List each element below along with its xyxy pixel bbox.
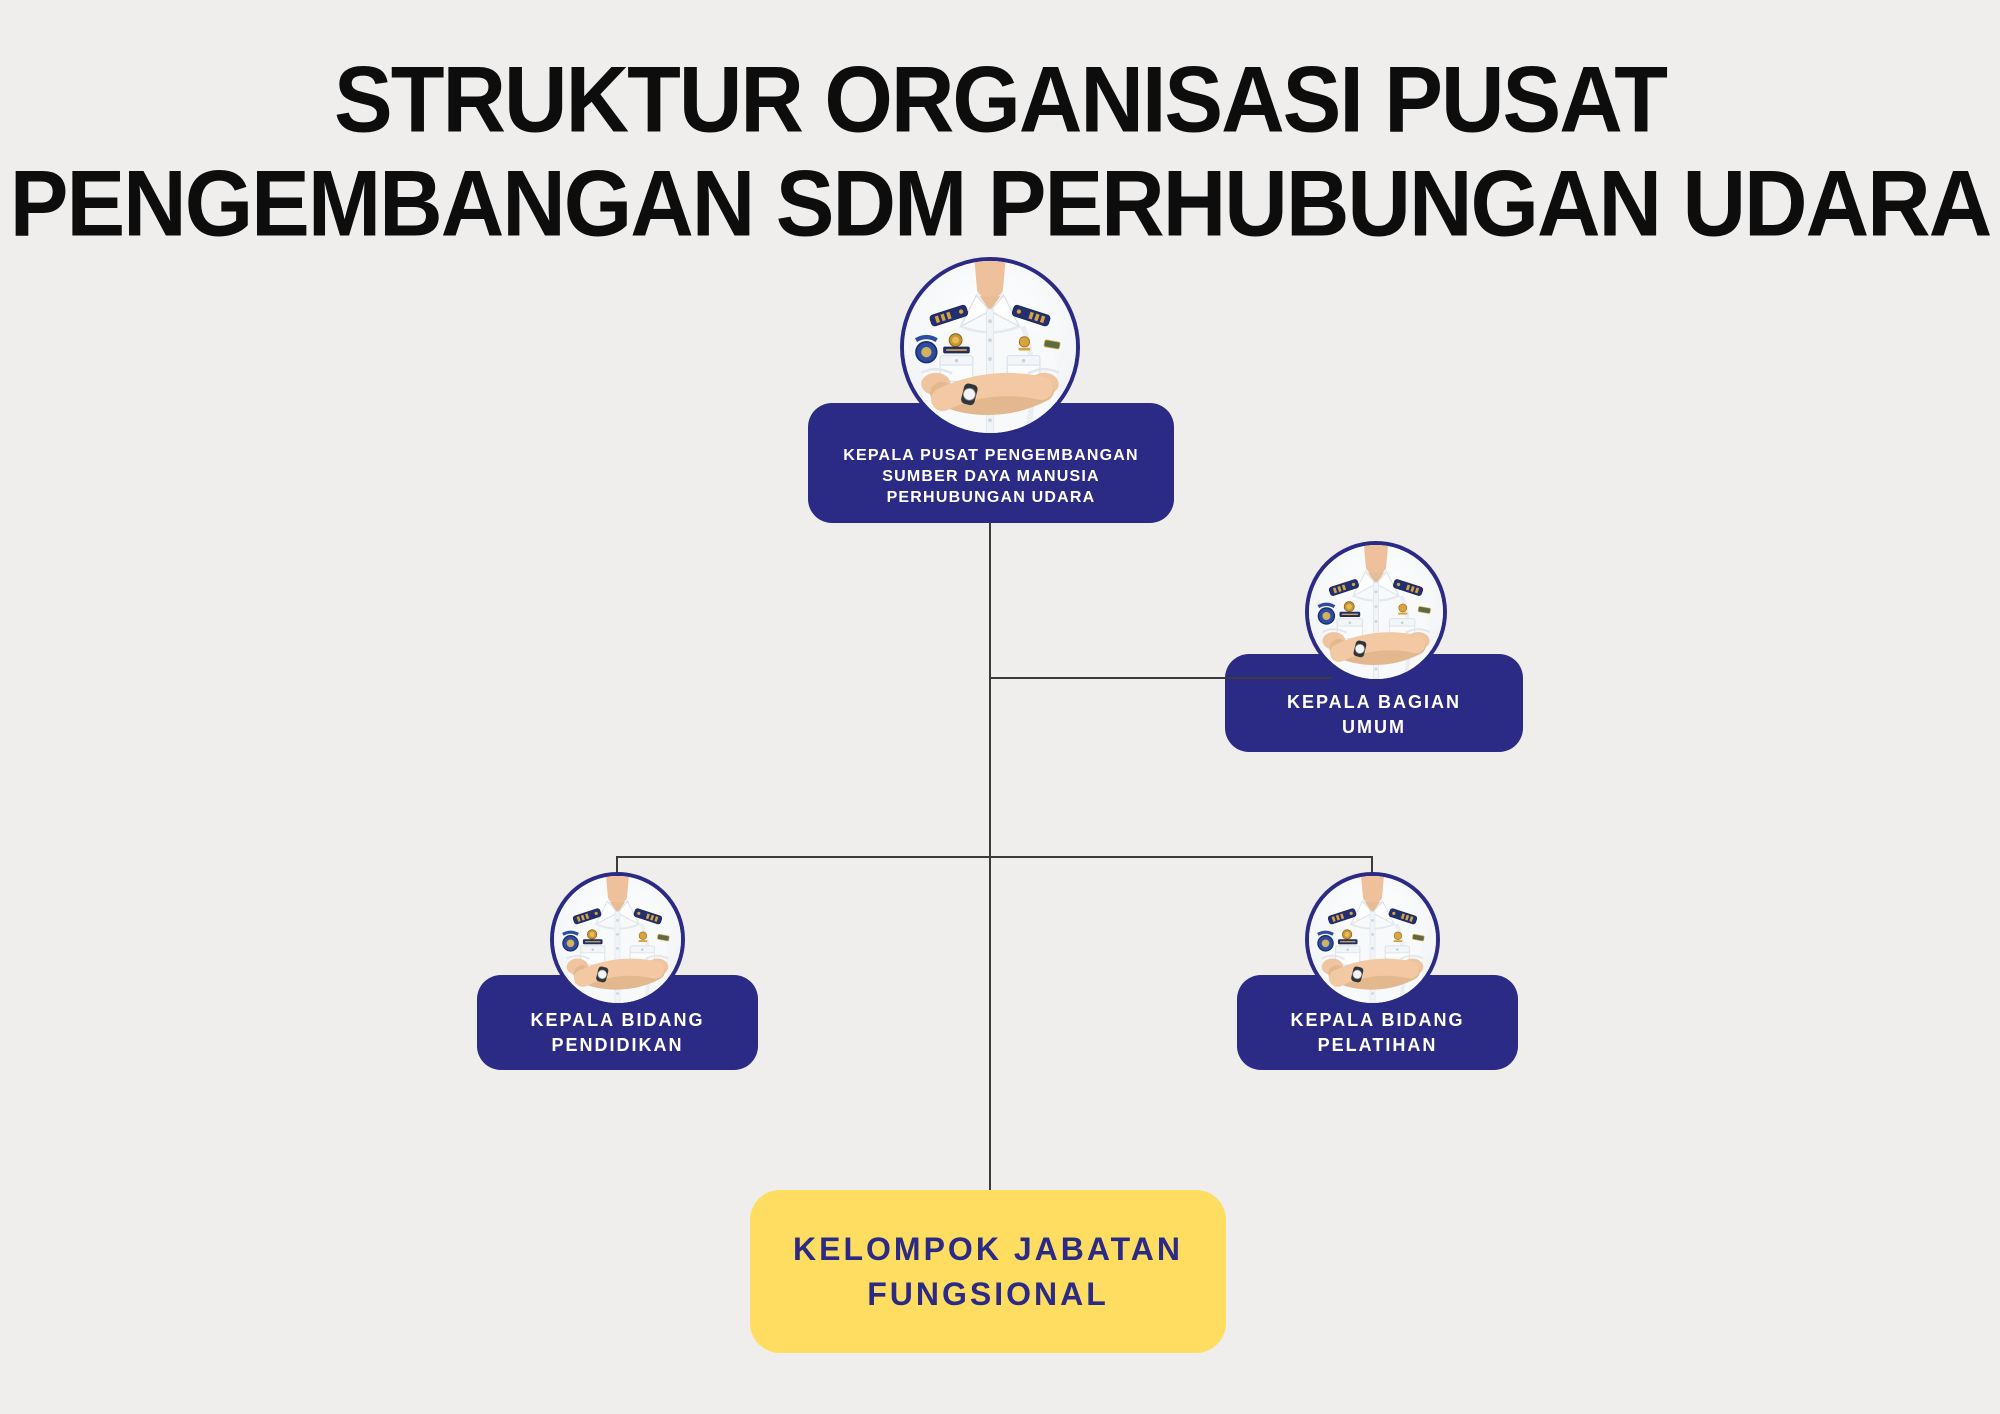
node-label-line: KEPALA BAGIAN (1287, 692, 1461, 712)
node-label-line: KELOMPOK JABATAN (793, 1230, 1183, 1267)
node-label-line: FUNGSIONAL (867, 1275, 1109, 1312)
page-title-line-1: STRUKTUR ORGANISASI PUSAT (334, 46, 1668, 152)
connector-stub-pendidikan (616, 856, 618, 882)
node-label-line: SUMBER DAYA MANUSIA (882, 468, 1100, 485)
connector-branch-bagian-umum (990, 677, 1332, 679)
node-label-line: PENDIDIKAN (551, 1035, 684, 1055)
page-title-line-2: PENGEMBANGAN SDM PERHUBUNGAN UDARA (9, 150, 1993, 256)
node-label-line: KEPALA PUSAT PENGEMBANGAN (843, 447, 1139, 464)
officer-avatar (1305, 872, 1440, 1007)
officer-avatar (900, 257, 1080, 437)
officer-avatar (1305, 541, 1447, 683)
page-title: STRUKTUR ORGANISASI PUSAT PENGEMBANGAN S… (0, 46, 2000, 256)
connector-stub-pelatihan (1371, 856, 1373, 882)
officer-uniform-icon (554, 876, 681, 1003)
officer-avatar (550, 872, 685, 1007)
officer-uniform-icon (1309, 545, 1443, 679)
node-label-line: KEPALA BIDANG (1290, 1010, 1465, 1030)
officer-uniform-icon (904, 261, 1076, 433)
node-kelompok-jabatan-fungsional: KELOMPOK JABATAN FUNGSIONAL (750, 1190, 1226, 1353)
node-label-line: UMUM (1342, 717, 1406, 737)
officer-uniform-icon (1309, 876, 1436, 1003)
node-label-line: PERHUBUNGAN UDARA (886, 489, 1096, 506)
node-label-line: PELATIHAN (1317, 1035, 1438, 1055)
connector-level3-horizontal (616, 856, 1373, 858)
node-label-line: KEPALA BIDANG (530, 1010, 705, 1030)
